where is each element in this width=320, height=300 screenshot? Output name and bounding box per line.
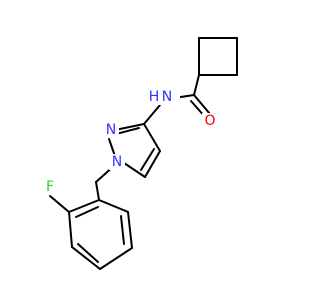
bond <box>49 195 70 213</box>
label-background <box>202 113 218 129</box>
bond <box>143 104 161 125</box>
bond <box>144 150 161 178</box>
bond <box>95 181 100 201</box>
amide-nitrogen-label: N <box>162 89 172 105</box>
bond <box>71 246 101 270</box>
atom-label-layer: N H O N N F <box>42 89 218 195</box>
fluorine-label: F <box>46 179 54 195</box>
bond-layer <box>49 37 238 270</box>
bond <box>114 123 145 131</box>
bond <box>127 211 133 249</box>
bond <box>143 123 161 152</box>
carbonyl-oxygen-label: O <box>204 113 215 129</box>
bond <box>98 199 129 213</box>
pyrazole-nitrogen-1-label: N <box>112 154 122 170</box>
bond <box>115 127 140 135</box>
bond <box>193 74 200 96</box>
bond <box>77 243 99 263</box>
molecule-structure: N H O N N F <box>42 37 238 270</box>
pyrazole-nitrogen-2-label: N <box>106 122 116 138</box>
label-background <box>109 154 125 170</box>
bond <box>123 162 146 178</box>
bond <box>68 211 73 248</box>
amide-hydrogen-label: H <box>149 89 160 105</box>
label-background <box>103 122 119 138</box>
bond <box>99 247 133 270</box>
bond <box>140 148 155 171</box>
bond <box>68 199 100 213</box>
bond <box>193 94 211 115</box>
bond <box>120 215 125 245</box>
label-background <box>156 89 180 105</box>
bond <box>75 206 99 218</box>
label-background <box>42 179 58 195</box>
